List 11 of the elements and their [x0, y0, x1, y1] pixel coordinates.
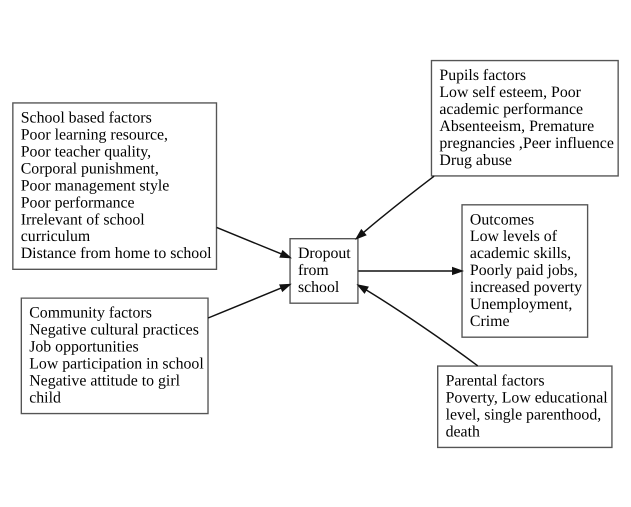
arrow — [216, 226, 292, 258]
node-box: Dropout from school — [289, 238, 359, 304]
node-box: Community factors Negative cultural practices Job opportunities Low participation in school Negative attitude to girl child — [20, 296, 209, 414]
node-box: Outcomes Low levels of academic skills, Poorly paid jobs, increased poverty Unemployment, Crime — [461, 204, 588, 338]
arrow — [354, 175, 434, 240]
node-box: Pupils factors Low self esteem, Poor academic performance Absenteeism, Premature pregnancies ,Peer influence Drug abuse — [430, 59, 619, 176]
arrow — [356, 284, 478, 366]
arrow — [358, 266, 464, 275]
node-box: School based factors Poor learning resource, Poor teacher quality, Corporal punishment, Poor management style Poor performance Irrelevant of school curriculum Distance from home to school — [12, 102, 218, 270]
arrow — [208, 283, 292, 318]
node-box: Parental factors Poverty, Low educational level, single parenthood, death — [437, 364, 613, 448]
